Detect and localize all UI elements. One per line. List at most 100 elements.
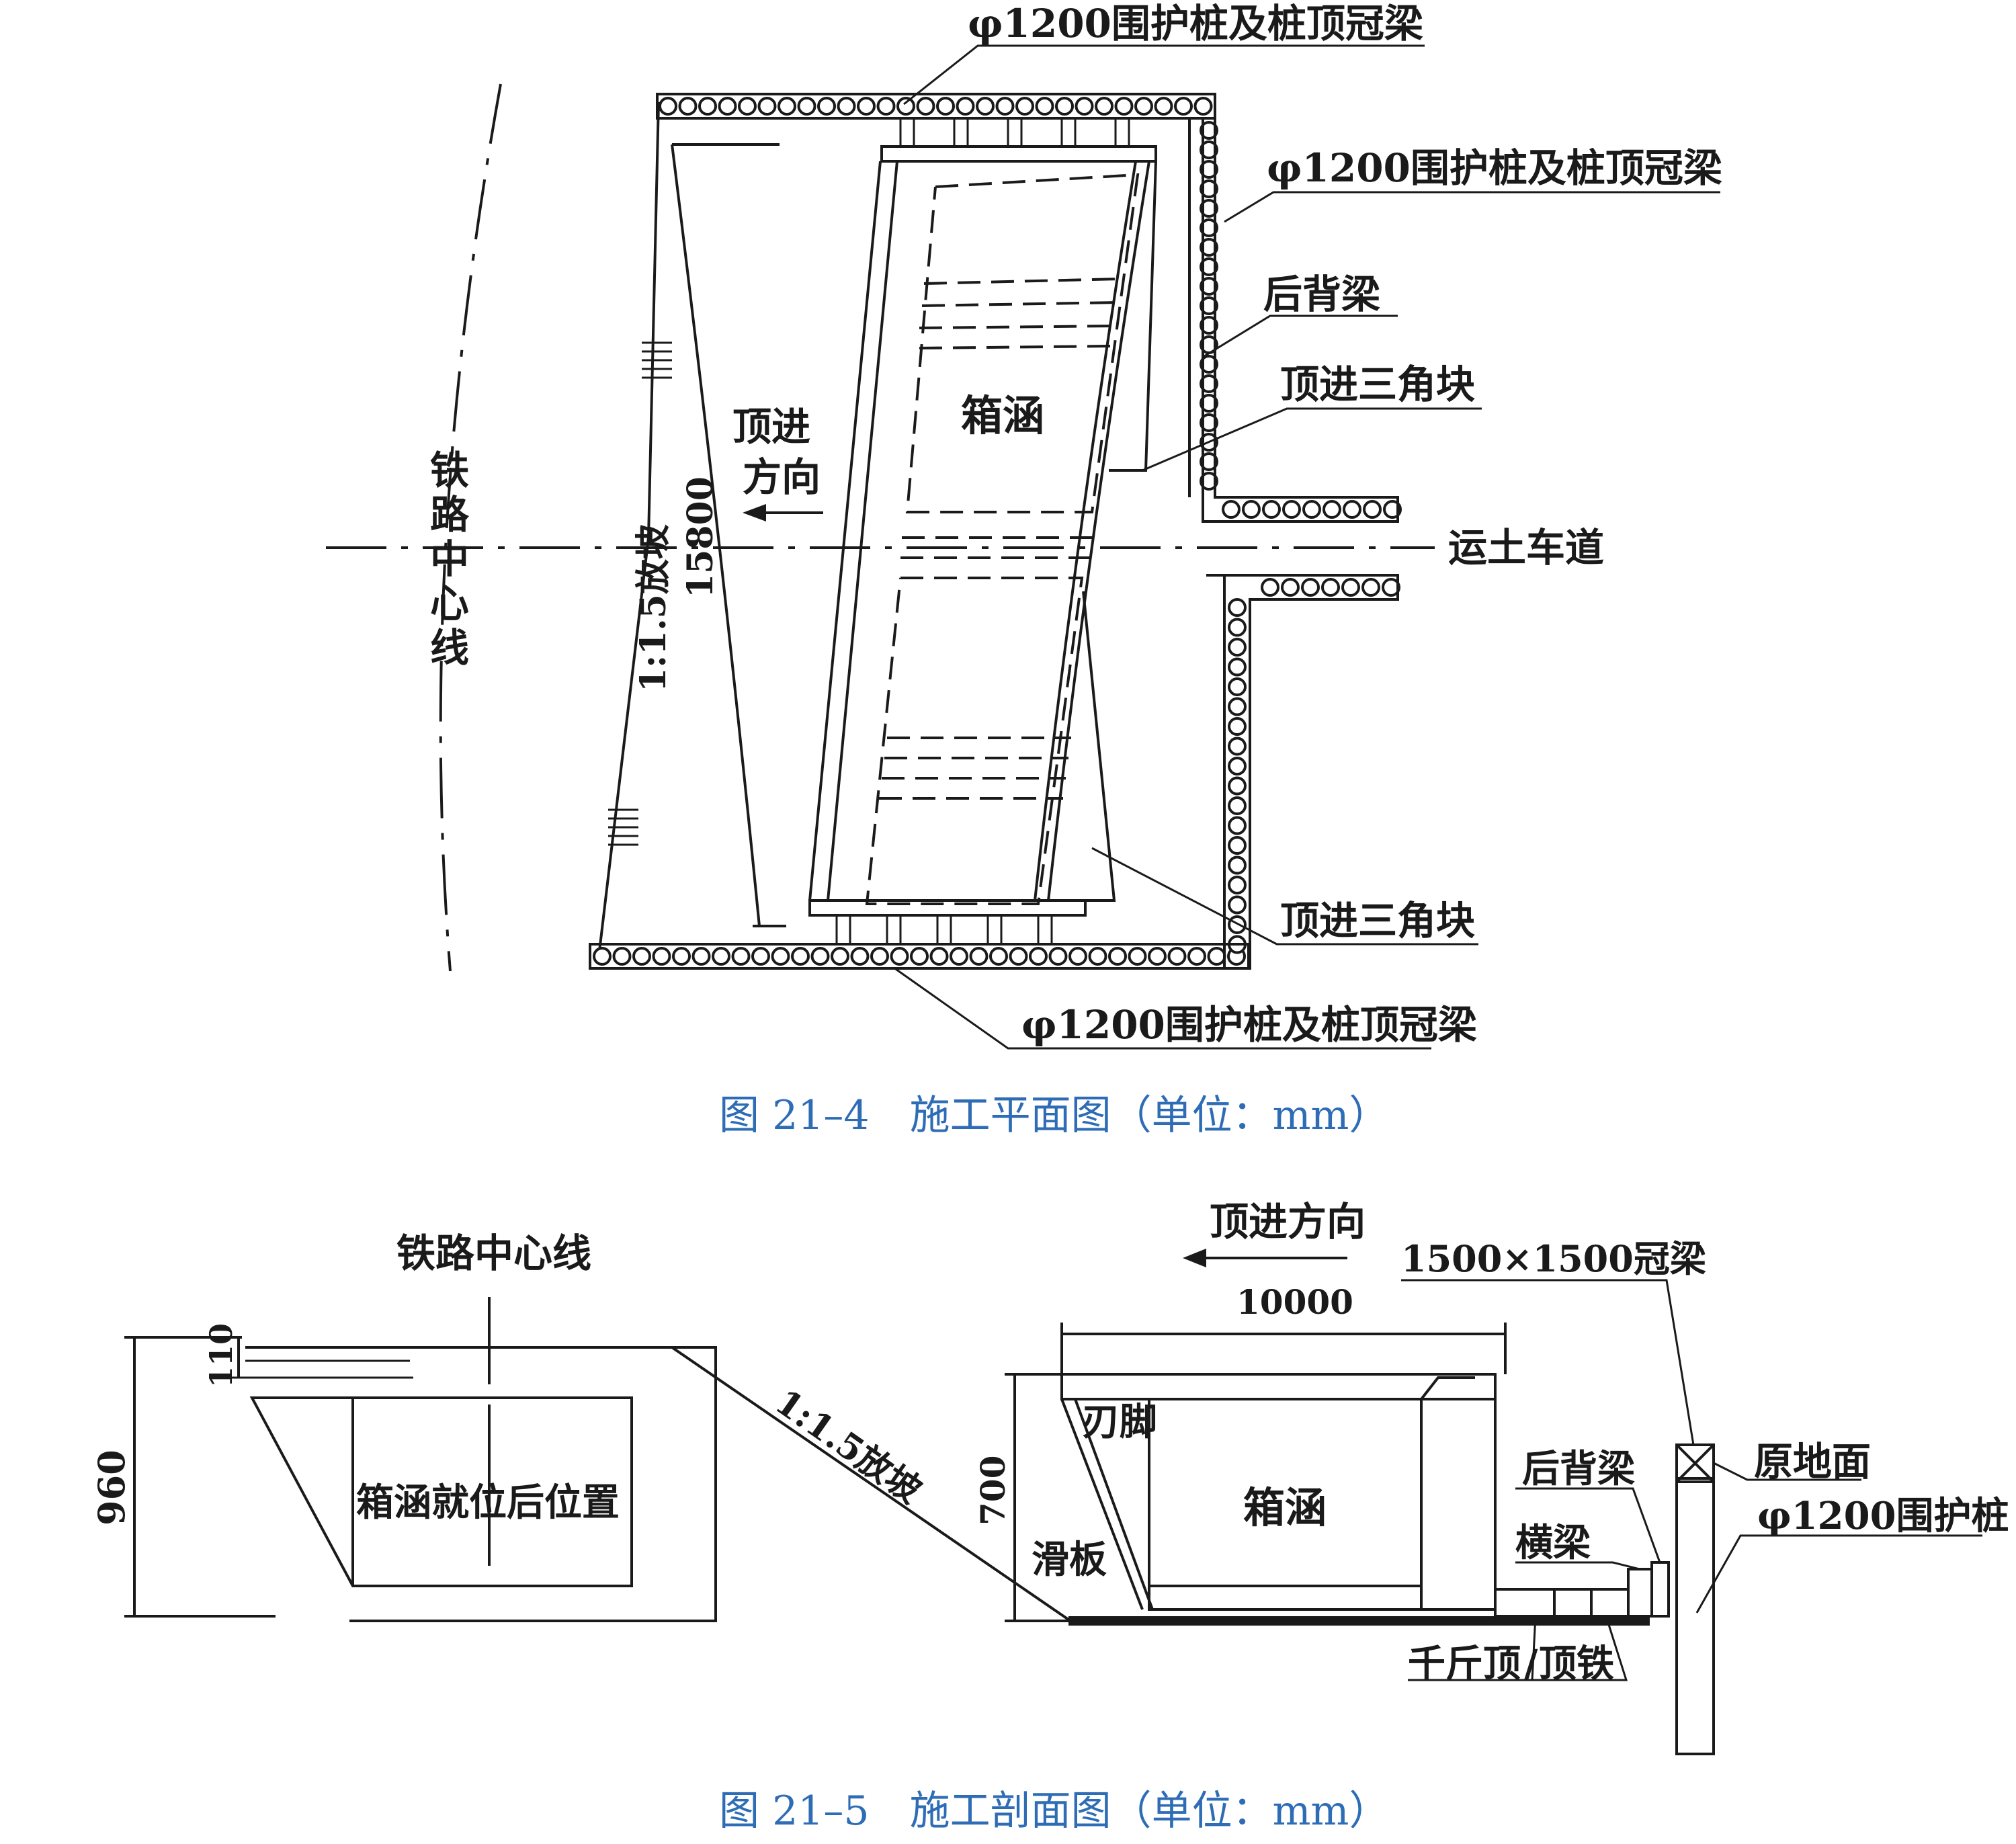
pile-circle	[1200, 296, 1218, 315]
pile-circle	[1200, 316, 1218, 335]
pile-circle	[1128, 947, 1147, 966]
pile-circle	[751, 947, 770, 966]
pile-circle	[659, 97, 677, 116]
pile-circle	[1361, 578, 1380, 597]
cutting-edge	[1060, 1398, 1144, 1610]
section-dim-110: 110	[203, 1323, 239, 1388]
plan-label-triangle-bottom: 顶进三角块	[1280, 898, 1475, 944]
section-label-jack: 千斤顶	[1408, 1642, 1521, 1686]
plan-label-rail-center: 铁路中心线	[430, 448, 470, 671]
jacking-box-roof	[1060, 1373, 1497, 1400]
plan-dim-15800: 15800	[680, 476, 721, 598]
pile-circle	[1228, 776, 1247, 796]
culvert-right-curve-1	[1047, 161, 1150, 901]
pile-circle	[652, 947, 671, 966]
jacking-box-right	[1420, 1399, 1497, 1611]
pile-circle	[1228, 737, 1247, 756]
pile-circle	[1301, 578, 1320, 597]
pile-circle	[1200, 277, 1218, 296]
pile-row-right-lower	[1228, 598, 1247, 954]
pile-circle	[1228, 638, 1247, 657]
push-iron-1	[1553, 1588, 1593, 1618]
pile-circle	[936, 97, 955, 116]
distribution-beam-bottom	[808, 899, 1087, 917]
pit-slope-edge	[597, 101, 660, 963]
section-label-original-ground: 原地面	[1754, 1439, 1871, 1484]
pile-circle	[1055, 97, 1074, 116]
railway-center-line	[439, 83, 502, 972]
struts-bottom	[835, 915, 1053, 944]
pile-circle	[1261, 578, 1279, 597]
pile-circle	[995, 97, 1015, 116]
pile-circle	[1088, 947, 1107, 966]
section-label-slide-plate: 滑板	[1032, 1538, 1107, 1582]
pile-circle	[757, 97, 777, 116]
section-push-arrowhead	[1183, 1249, 1206, 1267]
culvert-dashed-lower	[865, 577, 1084, 905]
pile-circle	[698, 97, 717, 116]
pile-circle	[1009, 947, 1028, 966]
pile-circle	[1200, 472, 1218, 491]
section-label-box-final: 箱涵就位后位置	[356, 1480, 620, 1525]
pile-circle	[1228, 836, 1247, 855]
pile-circle	[672, 947, 691, 966]
pile-circle	[1108, 947, 1127, 966]
culvert-right-curve-2	[1034, 161, 1137, 901]
pile-circle	[1148, 947, 1167, 966]
section-label-box-culvert: 箱涵	[1243, 1483, 1327, 1532]
struts-top	[899, 118, 1130, 146]
pile-circle	[1302, 500, 1321, 519]
plan-label-pile-bottom: φ1200围护桩及桩顶冠梁	[1021, 1002, 1477, 1048]
pile-circle	[1200, 160, 1218, 179]
section-slope-line	[671, 1346, 1070, 1621]
pile-circle	[1200, 218, 1218, 237]
pile-circle	[1228, 677, 1247, 696]
pile-circle	[989, 947, 1008, 966]
culvert-dashed-upper	[905, 173, 1140, 513]
pile-circle	[1242, 500, 1261, 519]
pile-circle	[1262, 500, 1281, 519]
pile-circle	[1134, 97, 1153, 116]
plan-label-pile-right: φ1200围护桩及桩顶冠梁	[1267, 145, 1722, 191]
plan-leader-lines	[893, 44, 1720, 1050]
pile-circle	[890, 947, 909, 966]
pile-circle	[1200, 355, 1218, 374]
pile-circle	[1114, 97, 1134, 116]
back-beam-section	[1650, 1561, 1670, 1618]
cutting-edge-inner	[1074, 1398, 1154, 1610]
pile-circle	[771, 947, 790, 966]
pile-circle	[969, 947, 989, 966]
plan-label-haul-road: 运土车道	[1448, 525, 1604, 571]
pile-circle	[1281, 578, 1300, 597]
pile-circle	[1228, 796, 1247, 815]
rail-center-char: 路	[430, 492, 470, 538]
pile-circle	[1029, 947, 1048, 966]
final-box-fill	[349, 1346, 717, 1622]
right-wall-upper	[1202, 94, 1399, 523]
pile-circle	[718, 97, 737, 116]
pile-circle	[1154, 97, 1173, 116]
pile-circle	[738, 97, 757, 116]
pile-circle	[1222, 500, 1241, 519]
pile-circle	[593, 947, 612, 966]
plan-caption: 图 21–4 施工平面图（单位：mm）	[719, 1092, 1389, 1139]
pile-circle	[1228, 697, 1247, 716]
culvert-left-outer	[808, 161, 882, 901]
pile-circle	[916, 97, 935, 116]
pile-circle	[910, 947, 929, 966]
pile-circle	[1193, 97, 1213, 116]
pile-circle	[791, 947, 810, 966]
slope-hatch-bottom	[608, 808, 638, 846]
pile-circle	[1174, 97, 1193, 116]
pile-circle	[810, 947, 830, 966]
pile-circle	[712, 947, 730, 966]
pile-circle	[896, 97, 915, 116]
section-label-push-dir: 顶进方向	[1210, 1199, 1366, 1245]
pile-circle	[1322, 500, 1341, 519]
jacking-box-body	[1062, 1398, 1150, 1586]
pile-circle	[1228, 598, 1247, 617]
rail-center-char: 心	[430, 581, 469, 626]
pile-circle	[929, 947, 949, 966]
push-triangle-bottom	[1082, 591, 1116, 902]
